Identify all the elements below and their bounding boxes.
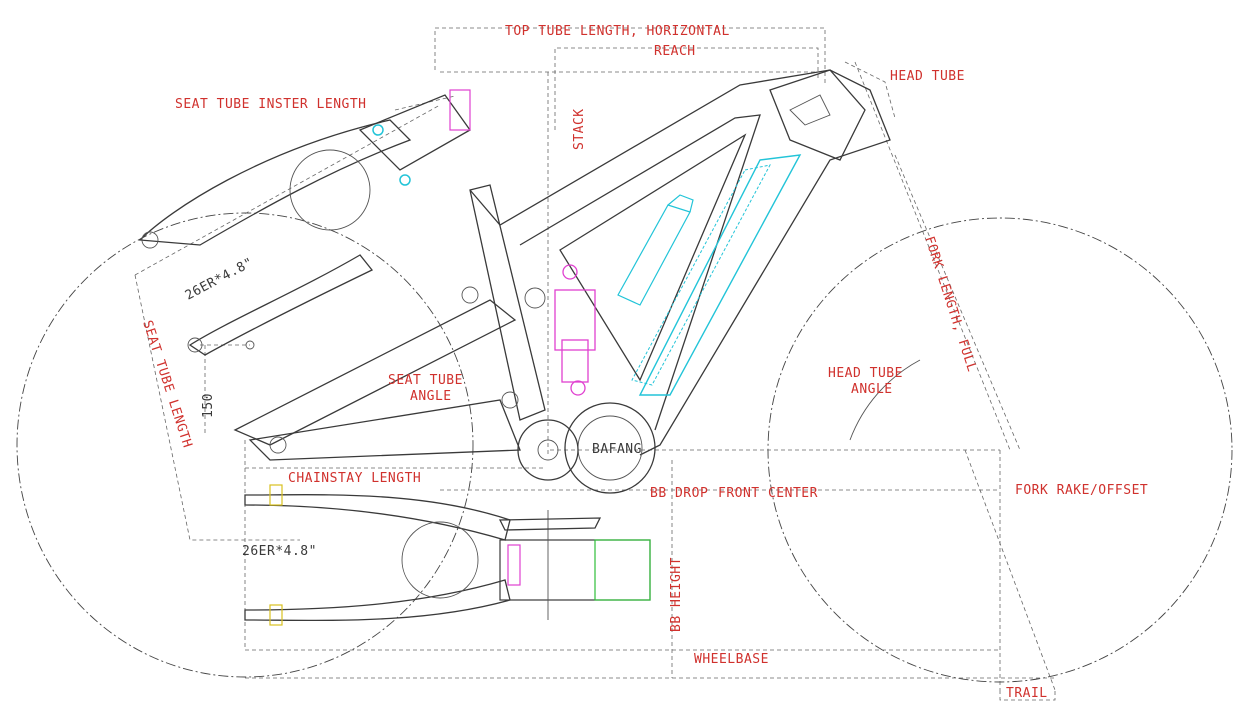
rear-swingarm bbox=[138, 89, 471, 356]
seat-tube-length-label: SEAT TUBE LENGTH bbox=[139, 319, 194, 450]
main-frame bbox=[233, 69, 891, 461]
battery bbox=[631, 154, 802, 396]
chainstay-length-label: CHAINSTAY LENGTH bbox=[288, 471, 421, 486]
head-tube-angle-label-line1: HEAD TUBE bbox=[828, 366, 903, 381]
seat-tube-insert-label: SEAT TUBE INSTER LENGTH bbox=[175, 97, 367, 112]
trail-label: TRAIL bbox=[1006, 686, 1048, 701]
motor-brand-label: BAFANG bbox=[592, 442, 642, 457]
tire-size-bottom-label: 26ER*4.8" bbox=[242, 544, 317, 559]
fork-length-label: FORK LENGTH, FULL bbox=[921, 235, 979, 374]
seat-tube-angle-label-line2: ANGLE bbox=[410, 389, 452, 404]
tire-size-top-label: 26ER*4.8" bbox=[183, 255, 256, 303]
dimension-150-label: 150 bbox=[201, 393, 216, 418]
fork-rake-label: FORK RAKE/OFFSET bbox=[1015, 483, 1148, 498]
reach-label: REACH bbox=[654, 44, 696, 59]
bb-drop-label: BB DROP bbox=[650, 486, 708, 501]
water-bottle bbox=[617, 194, 694, 306]
bb-height-label: BB HEIGHT bbox=[669, 557, 684, 632]
dimension-lines bbox=[134, 27, 1056, 701]
rear-wheel bbox=[16, 212, 474, 678]
rear-shock bbox=[554, 264, 596, 396]
wheelbase-label: WHEELBASE bbox=[694, 652, 769, 667]
seat-tube-angle-label-line1: SEAT TUBE bbox=[388, 373, 463, 388]
head-tube-label: HEAD TUBE bbox=[890, 69, 965, 84]
motor: BAFANG bbox=[517, 402, 656, 494]
top-tube-label: TOP TUBE LENGTH, HORIZONTAL bbox=[505, 24, 730, 39]
top-view-rear-triangle bbox=[244, 484, 651, 626]
front-center-label: FRONT CENTER bbox=[718, 486, 818, 501]
head-tube-angle-label-line2: ANGLE bbox=[851, 382, 893, 397]
stack-label: STACK bbox=[572, 108, 587, 150]
